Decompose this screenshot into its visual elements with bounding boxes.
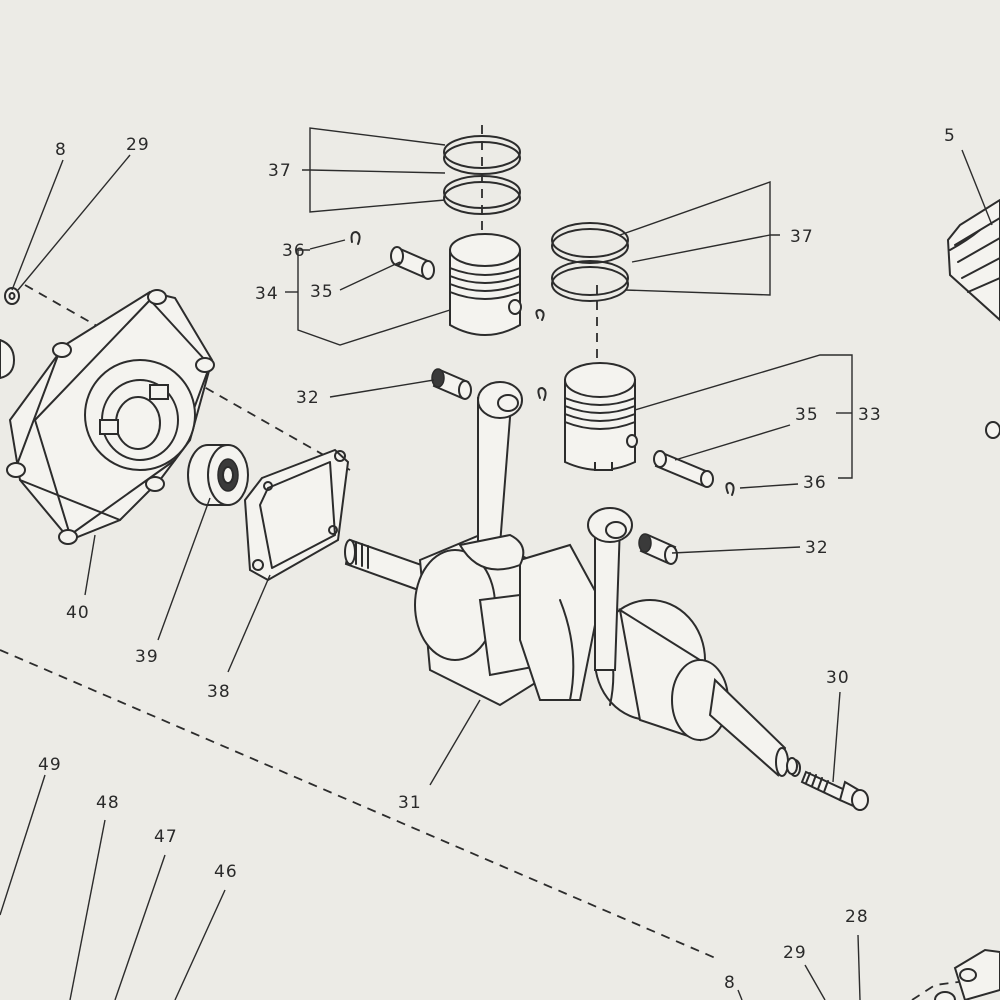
callout-36-upper: 36 <box>282 241 306 261</box>
connecting-rod-upper <box>458 381 525 571</box>
piston-ring-set-lower-right <box>551 222 629 302</box>
bearing-part <box>187 444 249 506</box>
callout-5: 5 <box>944 126 956 146</box>
piston-pin-lower <box>653 450 714 488</box>
callout-38: 38 <box>207 682 231 702</box>
connecting-rod-lower <box>587 507 633 671</box>
callout-34: 34 <box>255 284 279 304</box>
piston-part-lower <box>564 362 638 471</box>
callout-37-left: 37 <box>268 161 292 181</box>
circlip-upper-a <box>350 231 361 245</box>
callout-31: 31 <box>398 793 422 813</box>
gasket-part <box>243 448 350 582</box>
piston-part-upper <box>449 233 522 336</box>
callout-30: 30 <box>826 668 850 688</box>
callout-37-right: 37 <box>790 227 814 247</box>
needle-bearing-upper <box>431 368 472 400</box>
crankshaft-assembly-part <box>344 533 801 777</box>
callout-labels: 5 8 29 37 37 36 34 35 32 35 33 36 32 40 … <box>38 126 956 993</box>
callout-28: 28 <box>845 907 869 927</box>
piston-pin-upper <box>390 246 435 280</box>
crankcase-cover-part <box>6 289 215 545</box>
callout-49: 49 <box>38 755 62 775</box>
cylinder-head-partial-part <box>946 198 1000 439</box>
callout-36-lower: 36 <box>803 473 827 493</box>
callout-40: 40 <box>66 603 90 623</box>
callout-29-bottom: 29 <box>783 943 807 963</box>
callout-39: 39 <box>135 647 159 667</box>
bolt-washer-part <box>786 757 869 811</box>
callout-29-top: 29 <box>126 135 150 155</box>
needle-bearing-lower <box>638 533 678 565</box>
piston-ring-set-upper-left <box>443 135 521 215</box>
callout-8-bottom: 8 <box>724 973 736 993</box>
callout-32-lower: 32 <box>805 538 829 558</box>
callout-32-upper: 32 <box>296 388 320 408</box>
circlip-upper-b <box>535 309 545 321</box>
left-edge-parts <box>0 287 20 380</box>
leader-lines <box>0 127 993 1000</box>
bottom-right-partial-part <box>934 948 1000 1000</box>
callout-48: 48 <box>96 793 120 813</box>
callout-46: 46 <box>214 862 238 882</box>
circlip-lower-a <box>537 387 547 401</box>
callout-33: 33 <box>858 405 882 425</box>
circlip-lower-b <box>725 482 735 496</box>
callout-35-lower: 35 <box>795 405 819 425</box>
callout-35-upper: 35 <box>310 282 334 302</box>
callout-47: 47 <box>154 827 178 847</box>
callout-8-top: 8 <box>55 140 67 160</box>
